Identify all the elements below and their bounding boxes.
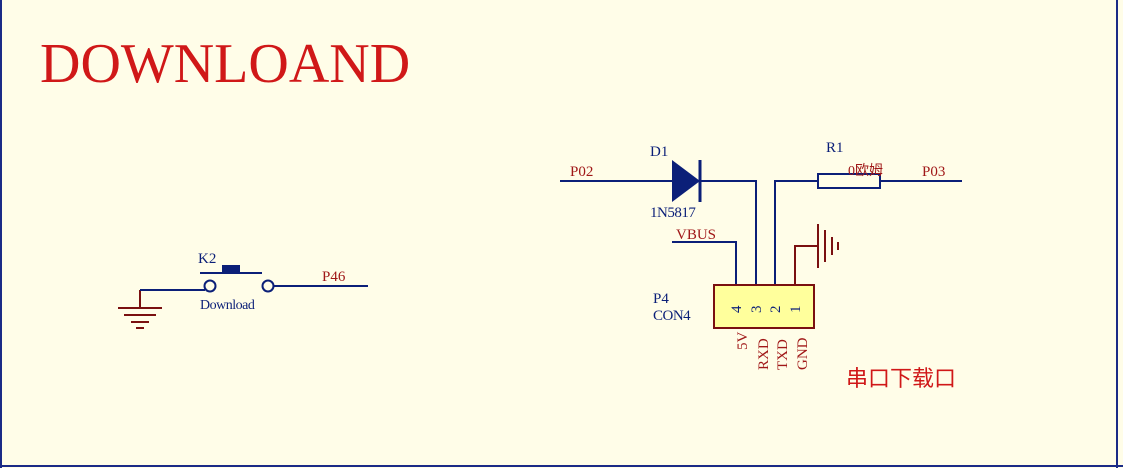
ground-symbol-right [817, 224, 839, 268]
switch-designator: K2 [198, 251, 216, 267]
connector-designator: P4 [653, 291, 669, 307]
wire-pin2-resistor [774, 180, 818, 285]
connector-pin-3: 3 [749, 306, 765, 314]
wire-diode-pin3 [700, 180, 757, 285]
connector-p4-body [713, 284, 815, 329]
resistor-value: 0欧姆 [848, 163, 883, 179]
wire-pin1-gnd [794, 245, 818, 285]
page-title: DOWNLOAND [40, 33, 410, 95]
connector-pin-2: 2 [768, 306, 784, 314]
connector-pin-4: 4 [729, 305, 745, 313]
net-label-vbus: VBUS [676, 227, 716, 243]
connector-pin-name-txd: TXD [775, 339, 791, 370]
switch-value: Download [200, 298, 255, 313]
connector-pin-name-rxd: RXD [756, 338, 772, 370]
serial-download-note: 串口下载口 [846, 367, 956, 392]
wire-vbus-pin4 [672, 241, 737, 285]
switch-actuator [200, 265, 262, 274]
switch-contact-right [261, 279, 275, 293]
connector-value: CON4 [653, 308, 691, 324]
connector-pin-1: 1 [788, 306, 804, 314]
resistor-designator: R1 [826, 140, 844, 156]
net-label-p02: P02 [570, 164, 593, 180]
switch-contact-left [203, 279, 217, 293]
net-label-p03: P03 [922, 164, 945, 180]
net-label-p46: P46 [322, 269, 346, 285]
diode-value: 1N5817 [650, 205, 696, 221]
connector-pin-name-gnd: GND [795, 337, 811, 370]
diode-d1-symbol [672, 160, 702, 202]
ground-symbol-left [118, 290, 162, 329]
download-switch-circuit: K2 Download P46 [118, 251, 368, 329]
diode-designator: D1 [650, 144, 668, 160]
serial-download-circuit: P02 D1 1N5817 R1 0欧姆 P03 VBUS P4 CO [560, 140, 962, 392]
connector-pin-name-5v: 5V [735, 332, 751, 351]
